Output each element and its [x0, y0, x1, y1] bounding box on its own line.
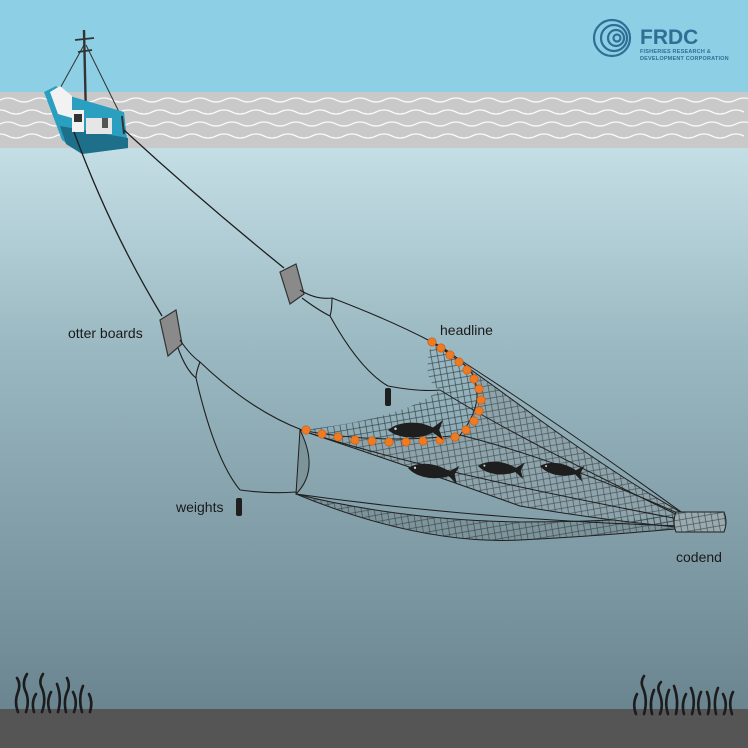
headline-floats — [301, 337, 486, 447]
label-codend: codend — [676, 549, 722, 565]
otter-board-icon — [159, 309, 183, 358]
sky — [0, 0, 748, 92]
logo-name: FRDC — [640, 26, 698, 49]
label-headline: headline — [440, 322, 493, 338]
label-otter-boards: otter boards — [68, 325, 143, 341]
frdc-logo: FRDC FISHERIES RESEARCH & DEVELOPMENT CO… — [592, 18, 729, 62]
trawler-boat-icon — [44, 29, 128, 154]
sweeps — [177, 289, 441, 494]
seabed — [0, 709, 748, 748]
logo-subtitle-2: DEVELOPMENT CORPORATION — [640, 56, 729, 62]
logo-subtitle-1: FISHERIES RESEARCH & — [640, 49, 711, 55]
weight-icon — [385, 388, 391, 406]
label-weights: weights — [175, 499, 223, 515]
otter-board-icon — [279, 263, 305, 305]
seaweed-icon — [632, 674, 735, 716]
trawl-net — [295, 341, 727, 541]
frdc-logo-icon — [592, 18, 632, 58]
seaweed-icon — [14, 672, 93, 714]
weight-icon — [236, 498, 242, 516]
trawl-warps — [73, 129, 285, 317]
